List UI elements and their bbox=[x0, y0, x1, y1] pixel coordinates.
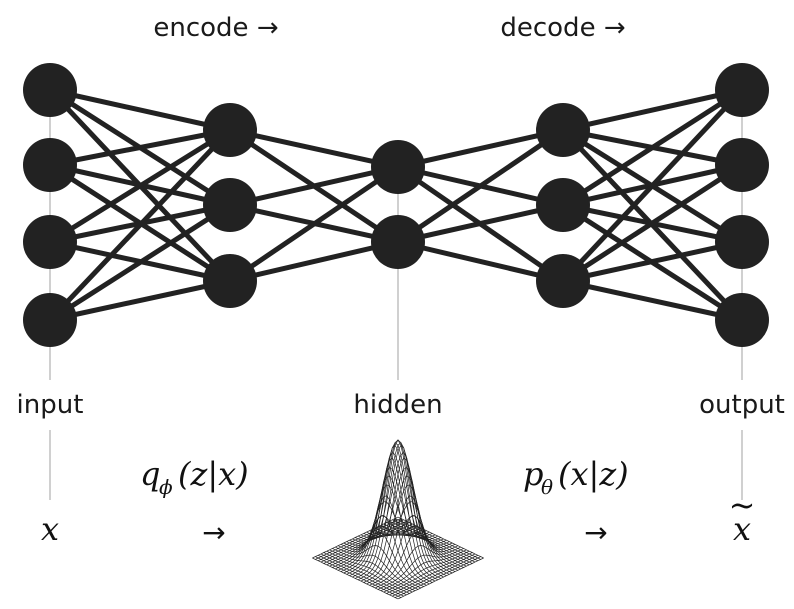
output-accent: ~ bbox=[729, 486, 756, 524]
surface-grid-line bbox=[312, 557, 399, 600]
gaussian-wireframe-surface-icon bbox=[312, 439, 484, 600]
encode-label: encode → bbox=[153, 13, 278, 43]
output-node bbox=[715, 138, 769, 192]
network-edges bbox=[48, 87, 744, 323]
input-node bbox=[23, 138, 77, 192]
hidden-label: hidden bbox=[353, 390, 442, 420]
network-edge bbox=[48, 128, 232, 322]
surface-grid-line bbox=[392, 554, 479, 597]
network-edge bbox=[562, 278, 743, 323]
encoder-param: ϕ bbox=[159, 475, 173, 499]
output-symbol: x bbox=[733, 510, 751, 548]
surface-grid-line bbox=[386, 552, 473, 594]
decoder-param: θ bbox=[541, 475, 553, 499]
network-edge bbox=[397, 202, 564, 245]
surface-grid-line bbox=[397, 557, 484, 600]
encoder-fn: q bbox=[140, 455, 160, 493]
network-edge bbox=[229, 164, 399, 208]
output-node bbox=[715, 293, 769, 347]
network-edge bbox=[562, 87, 743, 133]
network-edge bbox=[561, 87, 744, 208]
output-node bbox=[715, 215, 769, 269]
network-edge bbox=[396, 127, 565, 245]
encoder-node bbox=[203, 254, 257, 308]
surface-grid-line bbox=[394, 556, 481, 598]
hidden-node bbox=[371, 215, 425, 269]
network-nodes bbox=[23, 63, 769, 347]
decoder-formula: p θ (x|z) bbox=[523, 455, 629, 499]
network-edge bbox=[561, 88, 744, 283]
surface-grid-line bbox=[326, 550, 413, 593]
encoder-arrow: → bbox=[202, 516, 225, 549]
input-node bbox=[23, 63, 77, 117]
network-edge bbox=[229, 127, 399, 170]
layer-guides bbox=[49, 70, 743, 500]
surface-grid-line bbox=[389, 553, 476, 596]
surface-grid-line bbox=[323, 552, 410, 594]
network-edge bbox=[49, 278, 231, 323]
hidden-node bbox=[371, 140, 425, 194]
input-symbol: x bbox=[41, 510, 59, 548]
surface-grid-line bbox=[377, 548, 464, 590]
network-edge bbox=[49, 127, 231, 168]
output-label: output bbox=[699, 390, 785, 420]
encoder-args: (z|x) bbox=[178, 455, 249, 493]
decoder-node bbox=[536, 103, 590, 157]
decoder-fn: p bbox=[523, 455, 543, 493]
input-node bbox=[23, 293, 77, 347]
network-edge bbox=[48, 127, 232, 245]
surface-grid-line bbox=[315, 556, 402, 598]
network-edge bbox=[561, 162, 744, 284]
encoder-node bbox=[203, 103, 257, 157]
input-node bbox=[23, 215, 77, 269]
network-edge bbox=[48, 202, 232, 323]
surface-grid-line bbox=[317, 554, 404, 597]
encoder-node bbox=[203, 178, 257, 232]
decoder-args: (x|z) bbox=[558, 455, 629, 493]
network-edge bbox=[49, 87, 231, 133]
network-edge bbox=[228, 164, 400, 284]
decode-label: decode → bbox=[500, 13, 625, 43]
surface-grid-line bbox=[320, 553, 407, 596]
network-edge bbox=[397, 127, 564, 170]
surface-grid-line bbox=[332, 548, 419, 590]
input-label: input bbox=[17, 390, 84, 420]
network-edge bbox=[562, 239, 743, 284]
decoder-node bbox=[536, 178, 590, 232]
decoder-node bbox=[536, 254, 590, 308]
network-edge bbox=[397, 239, 564, 284]
output-node bbox=[715, 63, 769, 117]
network-edge bbox=[229, 239, 399, 284]
encoder-formula: q ϕ (z|x) bbox=[140, 455, 249, 499]
decoder-arrow: → bbox=[584, 516, 607, 549]
